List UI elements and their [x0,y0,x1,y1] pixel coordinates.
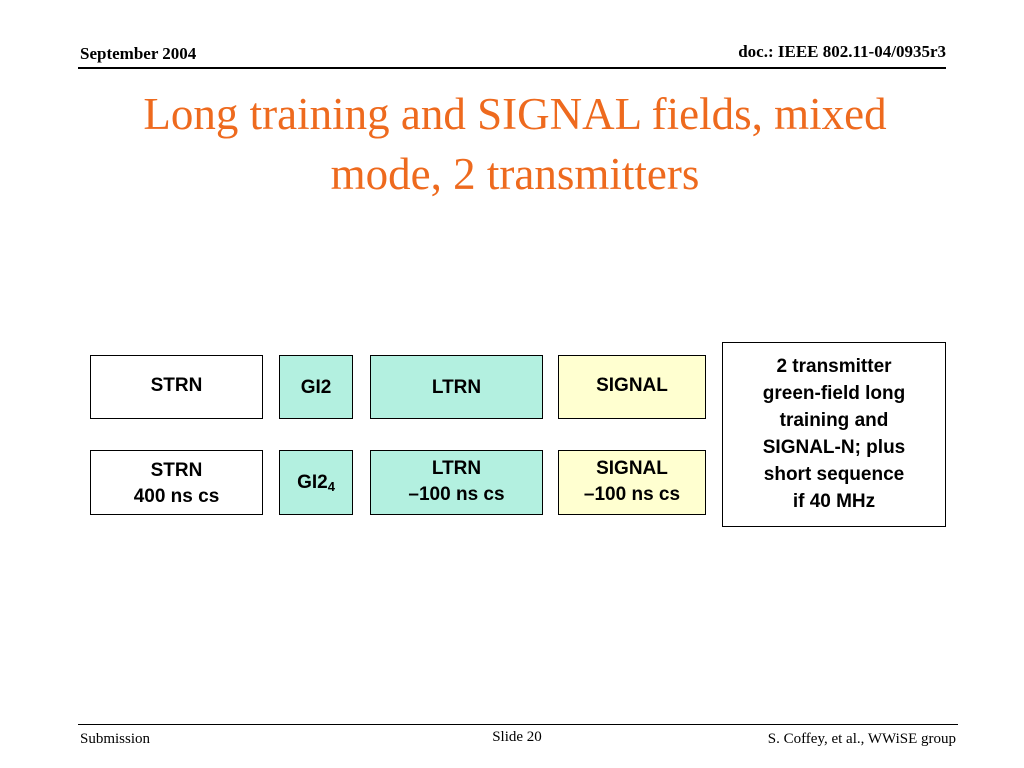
row2-ltrn-box: LTRN –100 ns cs [370,450,543,515]
note-box: 2 transmitter green-field long training … [722,342,946,527]
footer-slide-number: Slide 20 [492,729,542,745]
row1-gi-box: GI2 [279,355,353,419]
note-line: SIGNAL-N; plus [762,437,906,458]
row1-strn-box: STRN [90,355,263,419]
row1-signal-box: SIGNAL [558,355,706,419]
row1-ltrn-box: LTRN [370,355,543,419]
header-divider [78,67,946,69]
note-line: if 40 MHz [792,491,876,512]
row2-signal-box: SIGNAL –100 ns cs [558,450,706,515]
footer-divider [78,724,958,725]
footer-submission: Submission [80,731,151,747]
row2-gi-subscript: 4 [327,479,335,494]
note-line: short sequence [763,464,905,485]
slide-title-line1: Long training and SIGNAL fields, mixed [143,89,887,139]
row2-strn-label: STRN [150,460,203,481]
row2-strn-shift: 400 ns cs [133,486,220,507]
note-line: 2 transmitter [776,356,892,377]
row2-signal-label: SIGNAL [596,458,668,479]
row2-signal-shift: –100 ns cs [583,484,681,505]
row2-ltrn-shift: –100 ns cs [408,484,505,505]
row2-gi-text: GI2 [297,472,328,493]
note-line: green-field long [762,383,906,404]
slide-title-line2: mode, 2 transmitters [330,149,700,199]
row1-gi-label: GI2 [300,377,332,398]
row2-strn-box: STRN 400 ns cs [90,450,263,515]
slide-title: Long training and SIGNAL fields, mixed m… [60,84,970,204]
row2-ltrn-label: LTRN [431,458,482,479]
row1-ltrn-label: LTRN [431,377,482,398]
header-doc-id: doc.: IEEE 802.11-04/0935r3 [738,42,946,61]
note-line: training and [779,410,889,431]
footer-authors: S. Coffey, et al., WWiSE group [767,731,956,747]
row1-signal-label: SIGNAL [596,375,668,396]
row2-gi-label: GI24 [280,470,352,500]
header-date: September 2004 [80,44,197,63]
row1-strn-label: STRN [150,375,203,396]
row2-gi-box: GI24 [279,450,353,515]
